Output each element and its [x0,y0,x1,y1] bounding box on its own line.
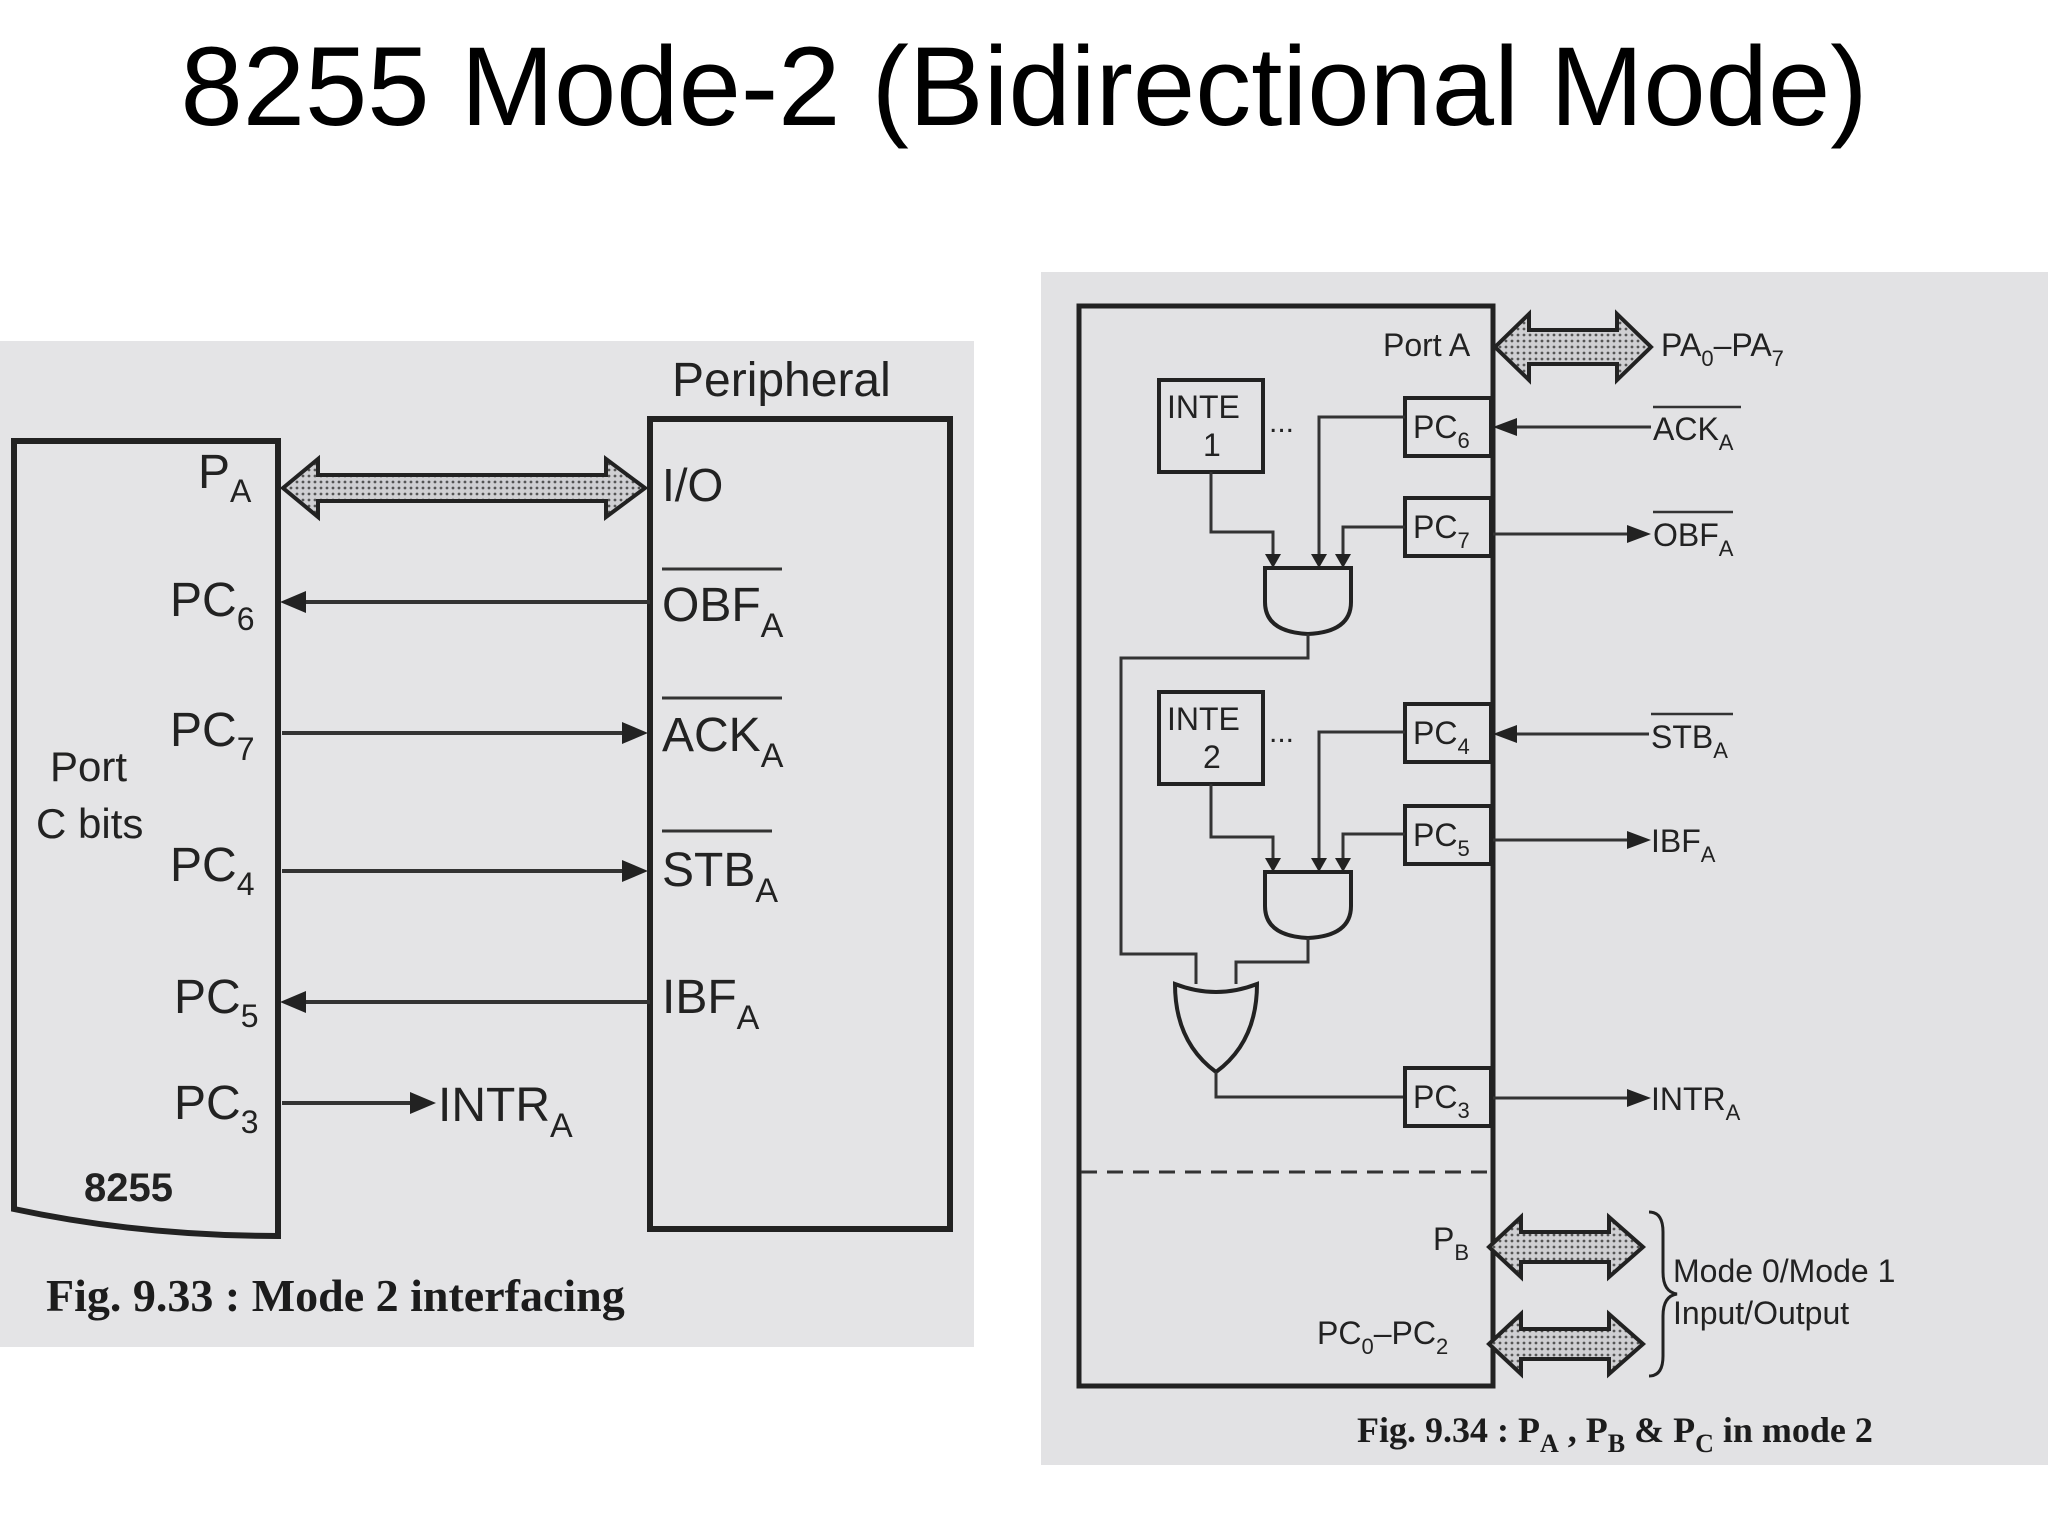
pin-pc7: PC7 [170,704,254,767]
signal-ack: ACKA [662,709,784,775]
port-a-label: Port A [1383,327,1471,363]
pc3-label: PC3 [1413,1079,1470,1123]
signal-stb: STBA [662,844,778,910]
mode-brace [1648,1210,1678,1378]
fig1-diagram: Peripheral Port C bits 8255 PA I/O PC6 O… [11,354,953,1321]
port-label: Port [50,743,127,790]
c-bits-label: C bits [36,800,143,847]
pc02-bus-arrow [1486,1309,1647,1379]
obf-arrowhead [1627,525,1651,543]
inte2-dots: ... [1269,716,1294,749]
intr-label: INTRA [1651,1081,1741,1125]
pin-pc5: PC5 [174,971,258,1034]
pc4-label: PC4 [1413,715,1470,759]
intr-arrowhead [410,1092,436,1114]
pin-pa: PA [198,446,252,509]
mode-label-line2: Input/Output [1673,1295,1849,1331]
fig2-caption: Fig. 9.34 : PA , PB & PC in mode 2 [1357,1410,1873,1458]
pc02-label: PC0–PC2 [1317,1315,1448,1359]
and2-input-c [1341,832,1405,866]
or-output [1214,1072,1405,1099]
and-gate-1 [1263,566,1353,637]
ibf-arrowhead [1627,831,1651,849]
port-a-bus-arrow [1492,309,1654,385]
pb-label: PB [1433,1221,1469,1265]
inte2-num: 2 [1203,739,1221,775]
and1-input-c [1341,525,1405,562]
ack-label: ACKA [1653,411,1734,455]
fig1-caption: Fig. 9.33 : Mode 2 interfacing [46,1270,625,1321]
and2-input-b [1317,730,1405,866]
figure-mode2-interfacing: Peripheral Port C bits 8255 PA I/O PC6 O… [0,341,974,1347]
and2-arrow-b [1311,858,1327,872]
peripheral-title: Peripheral [672,354,891,407]
slide-title: 8255 Mode-2 (Bidirectional Mode) [180,24,1868,149]
obf-label: OBFA [1653,517,1734,561]
pc6-box [1403,396,1493,458]
peripheral-block [647,416,953,1232]
inte1-num: 1 [1203,427,1221,463]
pa-bus-label: PA0–PA7 [1661,327,1784,371]
or-gate [1172,981,1260,1075]
and2-input-a [1209,784,1275,866]
and-gate-2 [1263,870,1353,941]
signal-ibf: IBFA [662,971,760,1037]
signal-io: I/O [662,459,723,511]
signal-obf: OBFA [662,579,784,645]
and2-output [1234,938,1310,984]
and1-input-b [1317,415,1405,562]
and1-arrow-c [1335,554,1351,568]
and2-arrow-c [1335,858,1351,872]
pa-bus-arrow [279,454,649,522]
ack-arrowhead [622,722,648,744]
pc7-label: PC7 [1413,509,1470,553]
pb-bus-arrow [1486,1212,1647,1282]
inte1-label: INTE [1167,389,1240,425]
stb-label: STBA [1651,719,1728,763]
ack-arrowhead [1493,418,1517,436]
pc5-label: PC5 [1413,817,1470,861]
8255-block [11,438,281,1240]
8255-label: 8255 [84,1166,173,1210]
pc6-label: PC6 [1413,409,1470,453]
and1-arrow-b [1311,554,1327,568]
figure-pa-pb-pc-mode2: Port A PA0–PA7 INTE 1 ... PC6 ACKA PC7 O… [1041,272,2048,1465]
ibf-arrowhead [280,991,306,1013]
obf-arrowhead [280,591,306,613]
ibf-label: IBFA [1651,823,1716,867]
intr-arrowhead [1627,1089,1651,1107]
and1-arrow-a [1265,554,1281,568]
stb-arrowhead [622,860,648,882]
signal-intr: INTRA [438,1079,573,1145]
inte1-dots: ... [1269,406,1294,439]
pin-pc3: PC3 [174,1077,258,1140]
stb-arrowhead [1493,725,1517,743]
and1-input-a [1209,472,1275,562]
mode-label-line1: Mode 0/Mode 1 [1673,1253,1895,1289]
pin-pc4: PC4 [170,839,254,902]
fig2-diagram: Port A PA0–PA7 INTE 1 ... PC6 ACKA PC7 O… [1076,303,1895,1458]
and1-output [1119,634,1310,984]
inte2-label: INTE [1167,701,1240,737]
and2-arrow-a [1265,858,1281,872]
pc3-box [1403,1066,1493,1128]
pin-pc6: PC6 [170,574,254,637]
